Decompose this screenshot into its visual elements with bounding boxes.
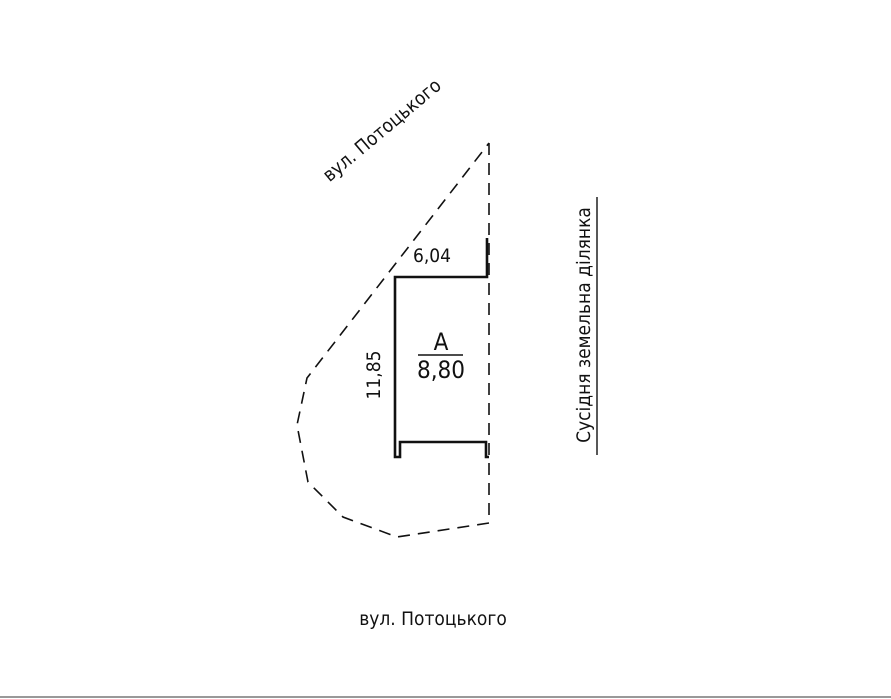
building-height: 8,80 — [417, 356, 465, 384]
plot-boundary — [296, 142, 490, 538]
street-label-top: вул. Потоцького — [319, 75, 446, 187]
building-letter: А — [434, 328, 449, 356]
building-outline — [393, 238, 489, 459]
length-dimension: 11,85 — [363, 351, 385, 400]
street-label-bottom: вул. Потоцького — [359, 608, 507, 630]
width-dimension: 6,04 — [413, 245, 451, 267]
neighbor-plot-label: Сусідня земельна ділянка — [573, 207, 595, 443]
